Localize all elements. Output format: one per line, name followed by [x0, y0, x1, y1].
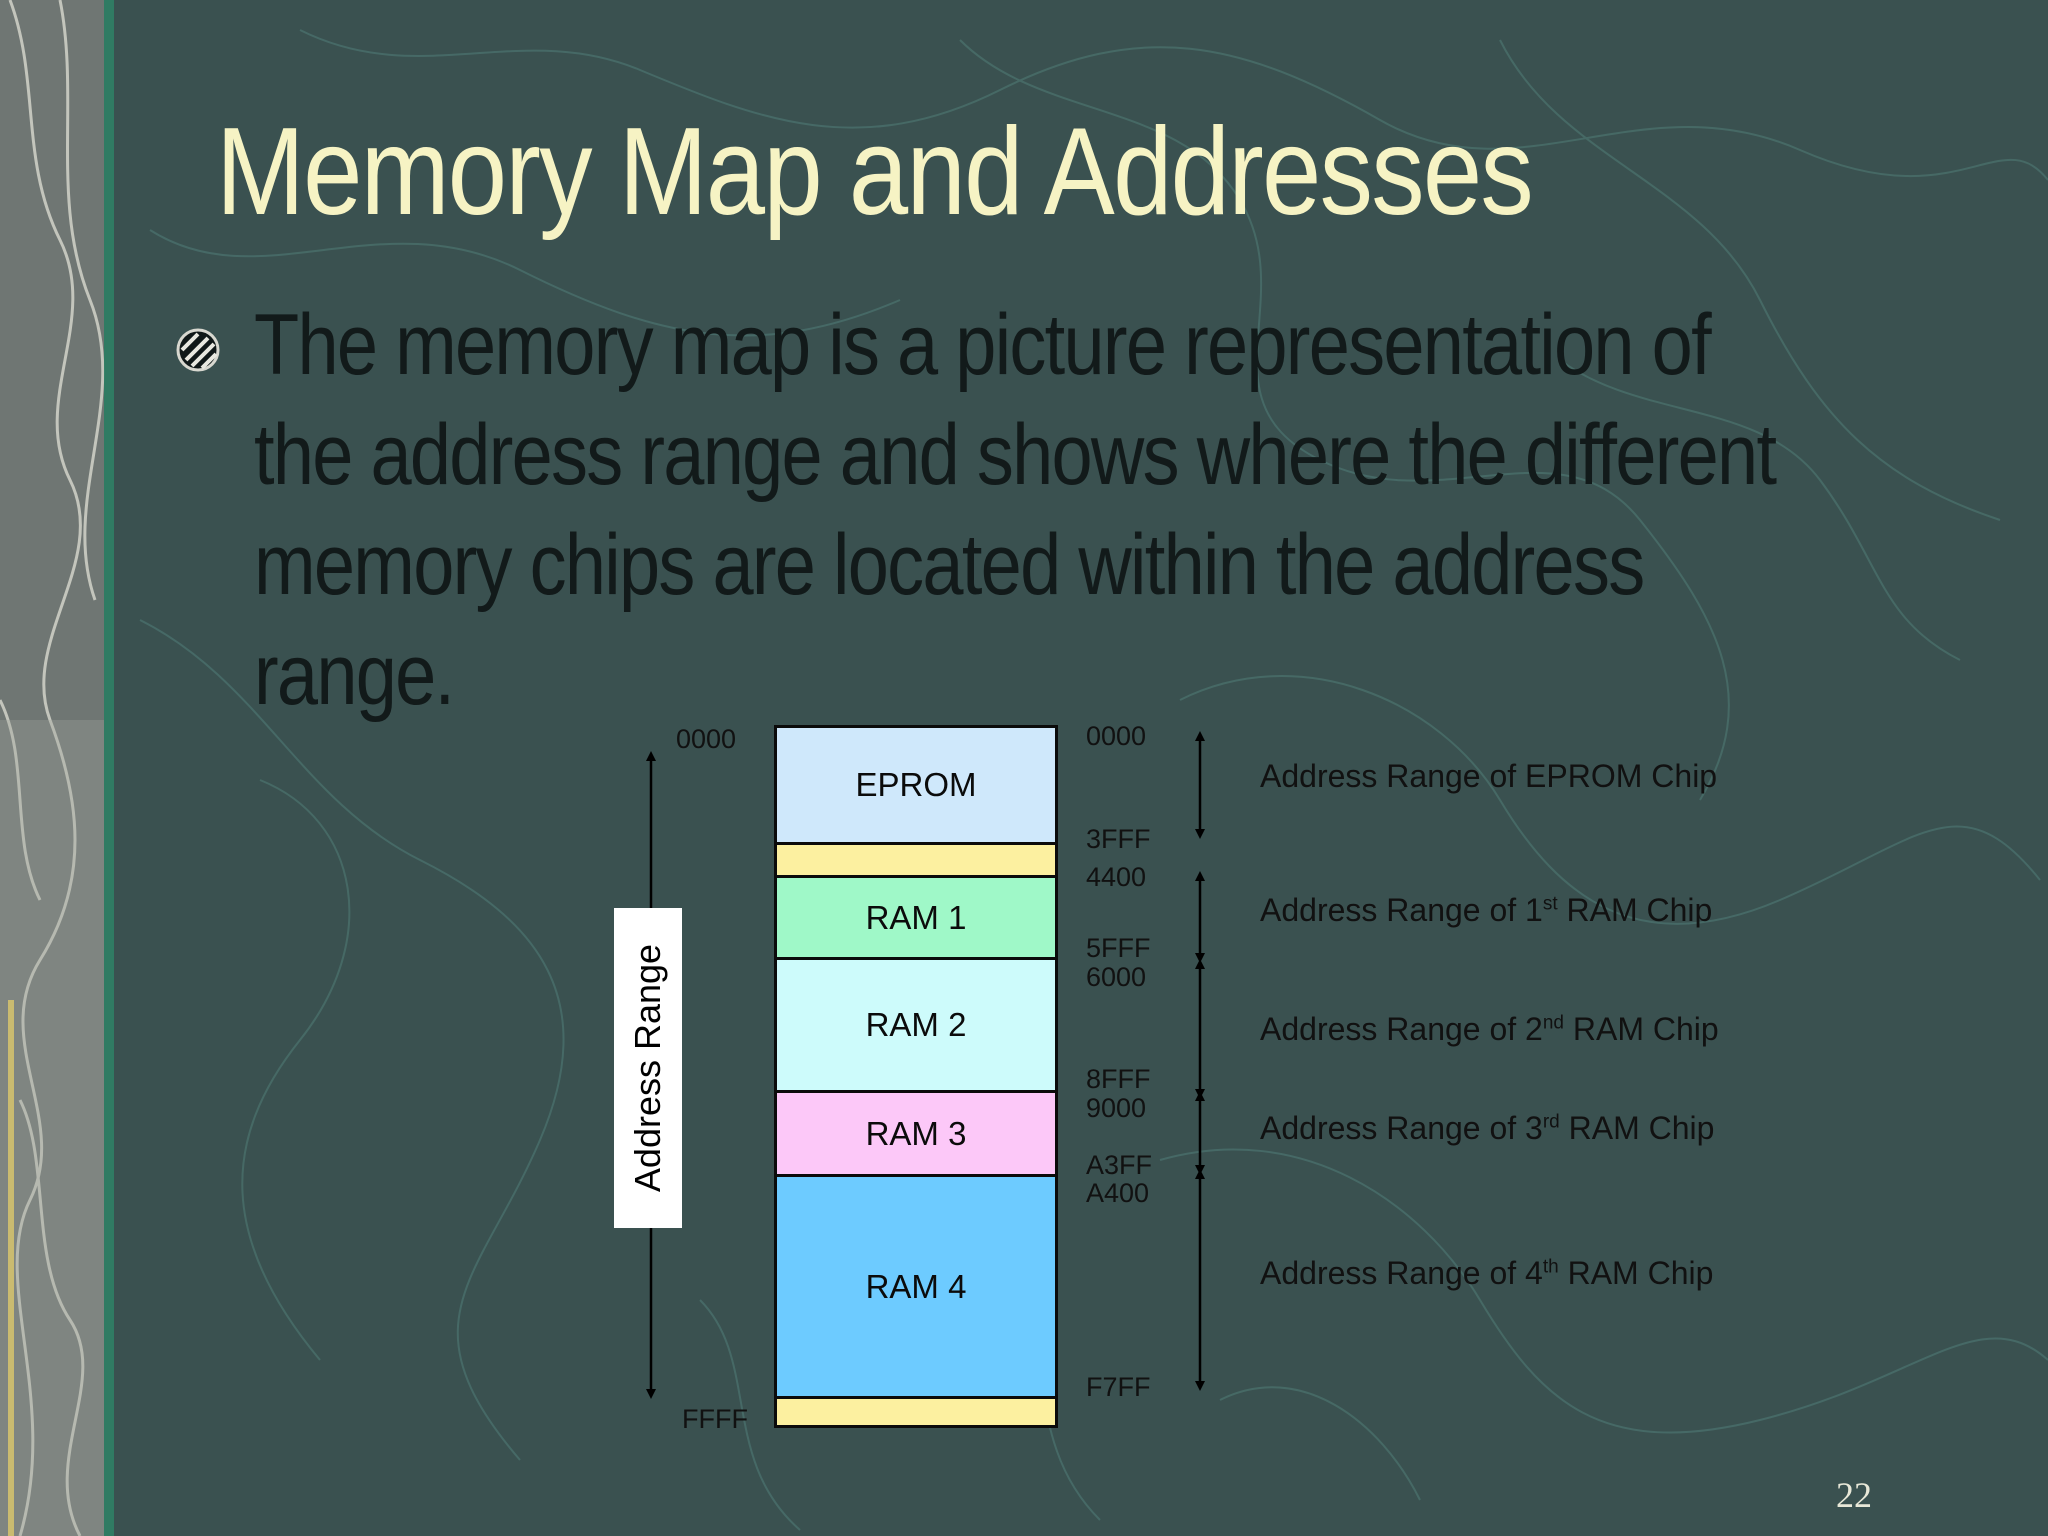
block-unused-2: [774, 1396, 1058, 1428]
bullet-line: The memory map is a picture representati…: [254, 297, 1712, 393]
axis-bottom-address: FFFF: [682, 1404, 748, 1434]
address-label: 4400: [1086, 862, 1147, 892]
address-label: F7FF: [1086, 1372, 1151, 1402]
page-number: 22: [1836, 1475, 1872, 1515]
ram4-range-description: Address Range of 4th RAM Chip: [1260, 1255, 1714, 1291]
address-label: A400: [1086, 1178, 1150, 1208]
address-label: 3FFF: [1086, 824, 1151, 854]
address-label: 0000: [1086, 721, 1147, 751]
bullet-line: memory chips are located within the addr…: [254, 517, 1645, 613]
bullet-line: the address range and shows where the di…: [254, 407, 1777, 503]
bullet-icon: [176, 328, 220, 372]
address-label: 8FFF: [1086, 1064, 1151, 1094]
bullet-text: The memory map is a picture representati…: [254, 290, 1802, 730]
address-label: 5FFF: [1086, 933, 1151, 963]
block-eprom: EPROM: [774, 725, 1058, 845]
ram2-range-description: Address Range of 2nd RAM Chip: [1260, 1011, 1719, 1047]
block-ram-4: RAM 4: [774, 1174, 1058, 1399]
address-label: 6000: [1086, 962, 1147, 992]
eprom-range-description: Address Range of EPROM Chip: [1260, 758, 1718, 794]
ram1-range-description: Address Range of 1st RAM Chip: [1260, 892, 1713, 928]
slide-title: Memory Map and Addresses: [216, 103, 1534, 241]
ram3-range-description: Address Range of 3rd RAM Chip: [1260, 1110, 1715, 1146]
bullet-line: range.: [254, 627, 455, 723]
address-label: A3FF: [1086, 1150, 1153, 1180]
block-ram-1: RAM 1: [774, 875, 1058, 960]
axis-top-address: 0000: [676, 724, 737, 754]
address-label: 9000: [1086, 1093, 1147, 1123]
address-range-label-box: Address Range: [614, 908, 682, 1228]
